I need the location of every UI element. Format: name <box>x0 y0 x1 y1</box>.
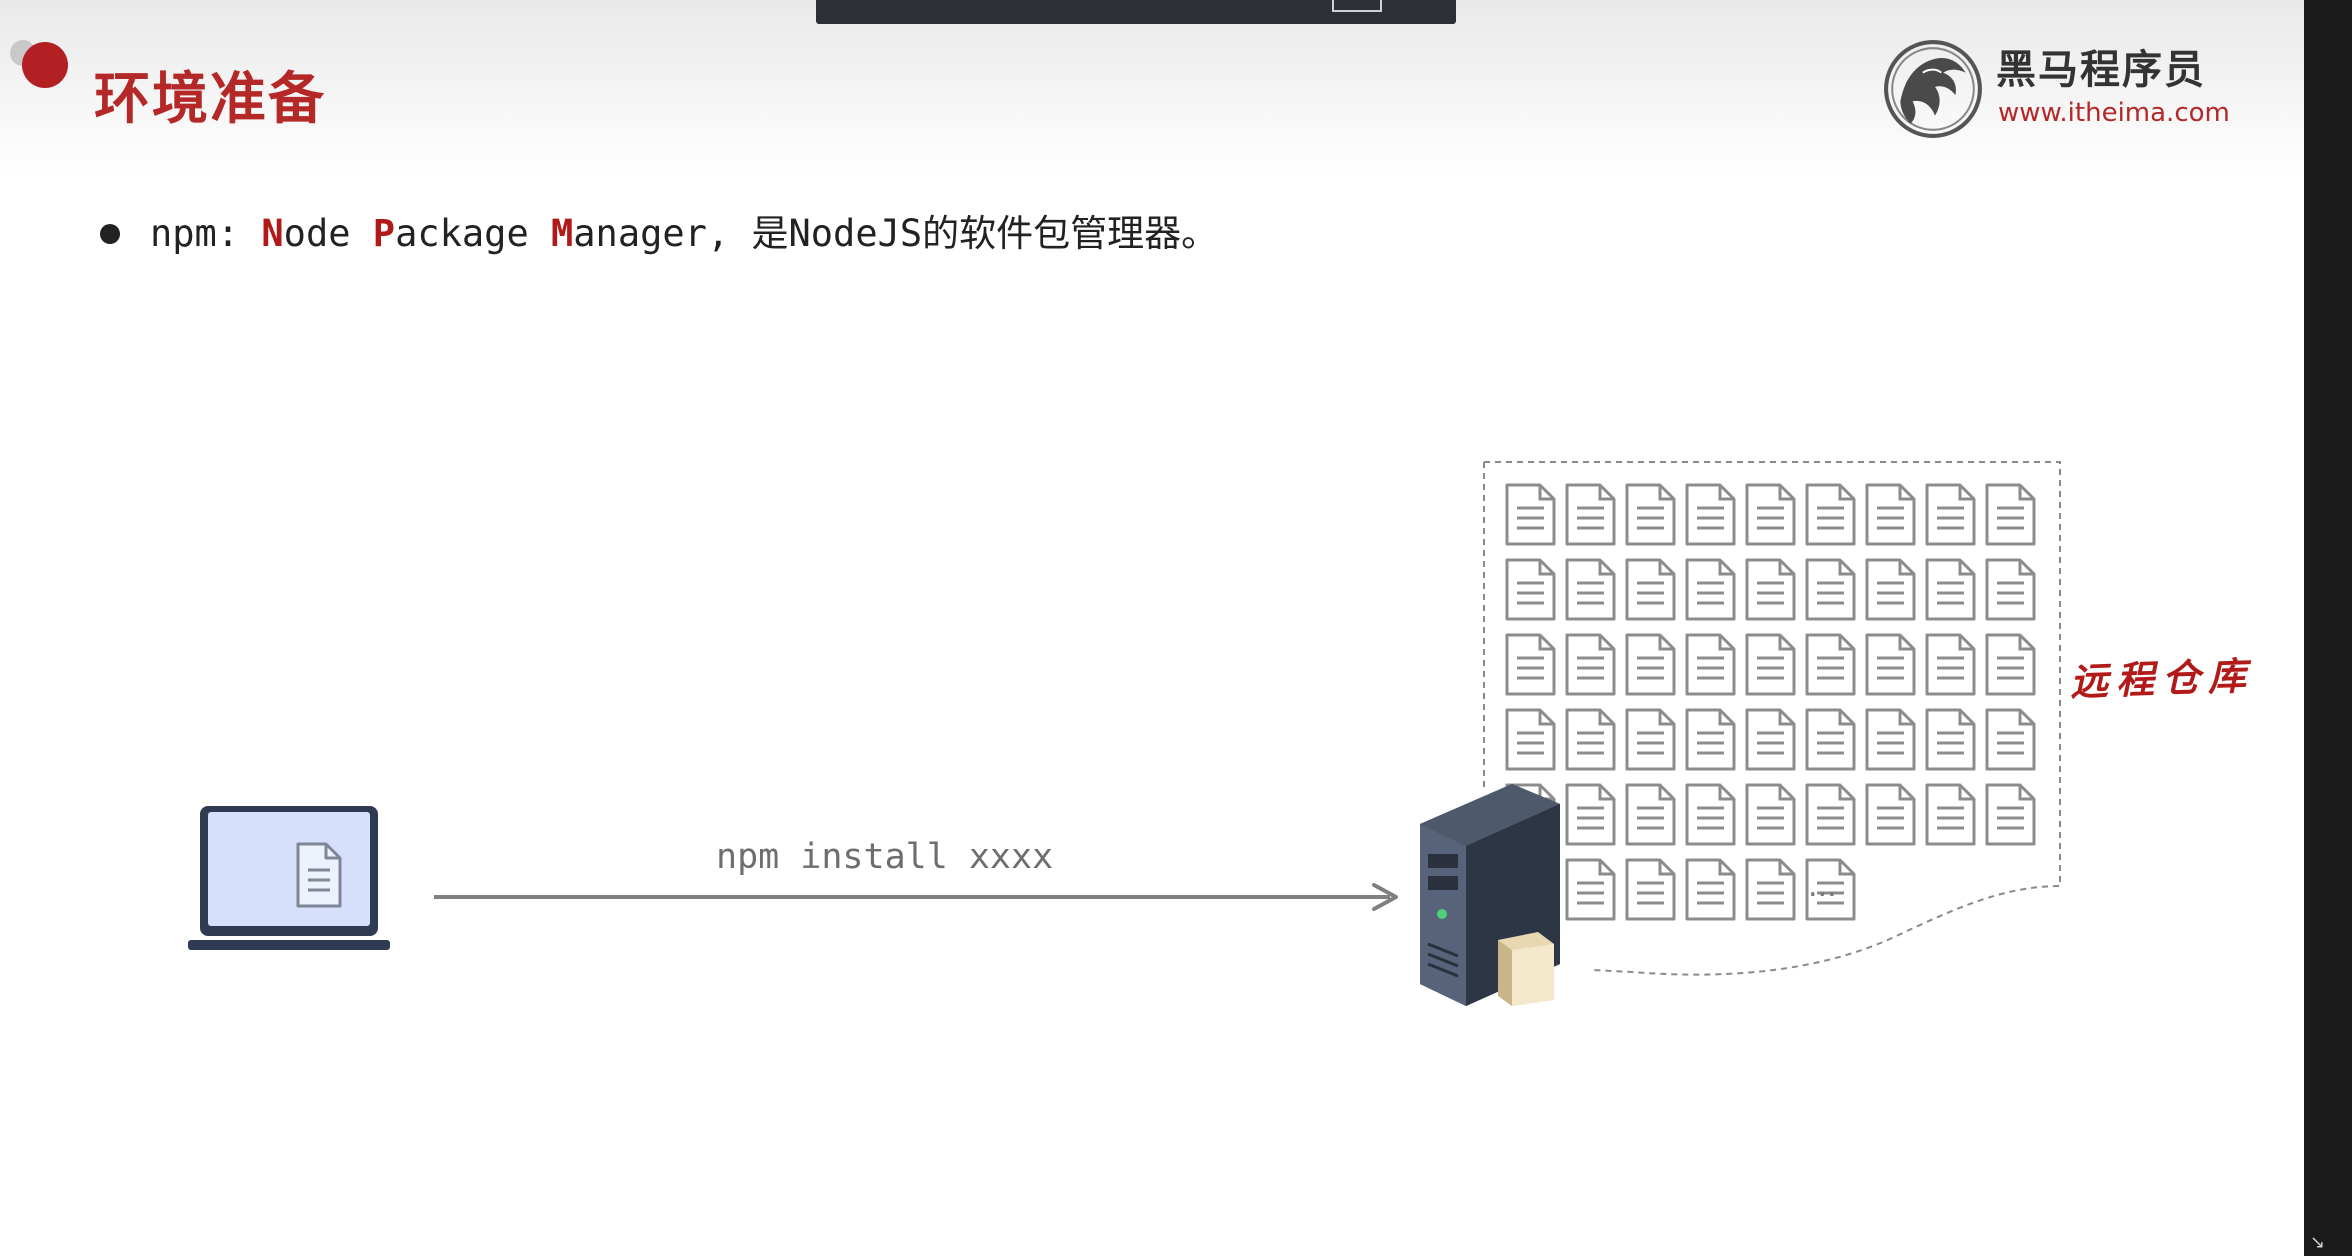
document-icon <box>1565 558 1616 621</box>
document-icon <box>1565 708 1616 771</box>
document-icon <box>1985 783 2036 846</box>
letter-p: P <box>372 212 396 255</box>
folder-icon <box>1498 932 1554 1006</box>
document-icon <box>296 842 342 908</box>
document-icon <box>1805 633 1856 696</box>
document-icon <box>1805 483 1856 546</box>
logo-url: www.itheima.com <box>1998 98 2230 128</box>
slide-title: 环境准备 <box>94 67 326 132</box>
word-package: ackage <box>395 212 551 255</box>
document-icon <box>1985 708 2036 771</box>
document-icon <box>1865 558 1916 621</box>
resize-corner-icon[interactable]: ↘ <box>2310 1232 2326 1253</box>
document-icon <box>1565 633 1616 696</box>
word-manager: anager <box>573 212 707 255</box>
document-icon <box>1925 558 1976 621</box>
document-icon <box>1505 633 1556 696</box>
document-icon <box>1565 483 1616 546</box>
document-icon <box>1805 858 1856 921</box>
document-icon <box>1685 633 1736 696</box>
remote-repository-label: 远程仓库 <box>2069 652 2255 705</box>
presentation-toolbar[interactable] <box>816 0 1456 24</box>
document-icon <box>1925 708 1976 771</box>
document-icon <box>1565 858 1616 921</box>
document-icon <box>1745 483 1796 546</box>
remote-repository: ... <box>1483 461 2061 976</box>
logo-name: 黑马程序员 <box>1996 47 2206 93</box>
document-icon <box>1865 483 1916 546</box>
document-icon <box>1745 558 1796 621</box>
document-icon <box>1505 483 1556 546</box>
document-icon <box>1805 558 1856 621</box>
window-right-edge <box>2304 0 2352 1256</box>
document-icon <box>1805 708 1856 771</box>
document-icon <box>1925 633 1976 696</box>
document-icon <box>1505 558 1556 621</box>
document-icon <box>1745 708 1796 771</box>
npm-prefix: npm: <box>150 212 262 255</box>
document-icon <box>1685 708 1736 771</box>
document-icon <box>1625 483 1676 546</box>
document-icon <box>1565 783 1616 846</box>
document-icon <box>1865 708 1916 771</box>
document-icon <box>1685 783 1736 846</box>
toolbar-button[interactable] <box>1332 0 1382 12</box>
document-icon <box>1625 633 1676 696</box>
document-icon <box>1625 783 1676 846</box>
document-icon <box>1685 558 1736 621</box>
document-icon <box>1925 483 1976 546</box>
horse-logo-icon <box>1884 40 1982 138</box>
document-icon <box>1625 708 1676 771</box>
document-icon <box>1685 858 1736 921</box>
npm-definition: npm: Node Package Manager, 是NodeJS的软件包管理… <box>150 212 1218 256</box>
document-icon <box>1625 858 1676 921</box>
laptop-icon <box>188 806 390 950</box>
document-icon <box>1985 633 2036 696</box>
decorative-dot-red <box>22 42 68 88</box>
repo-ellipsis: ... <box>1808 869 1837 904</box>
npm-install-command: npm install xxxx <box>716 837 1054 877</box>
document-icon <box>1685 483 1736 546</box>
bullet-dot <box>100 224 120 244</box>
document-icon <box>1865 633 1916 696</box>
brand-logo: 黑马程序员 www.itheima.com <box>1882 36 2230 142</box>
npm-description: , 是NodeJS的软件包管理器。 <box>706 212 1219 255</box>
request-arrow <box>434 883 1398 911</box>
document-icon <box>1745 858 1796 921</box>
word-node: ode <box>283 212 373 255</box>
document-icon <box>1745 633 1796 696</box>
document-icon <box>1805 783 1856 846</box>
document-icon <box>1625 558 1676 621</box>
document-icon <box>1985 558 2036 621</box>
document-icon <box>1505 708 1556 771</box>
document-icon <box>1745 783 1796 846</box>
slide: 环境准备 黑马程序员 www.itheima.com npm: Node Pac… <box>0 0 2304 1006</box>
document-icon <box>1865 783 1916 846</box>
document-icon <box>1925 783 1976 846</box>
letter-m: M <box>551 212 574 255</box>
letter-n: N <box>261 212 284 255</box>
document-icon <box>1985 483 2036 546</box>
